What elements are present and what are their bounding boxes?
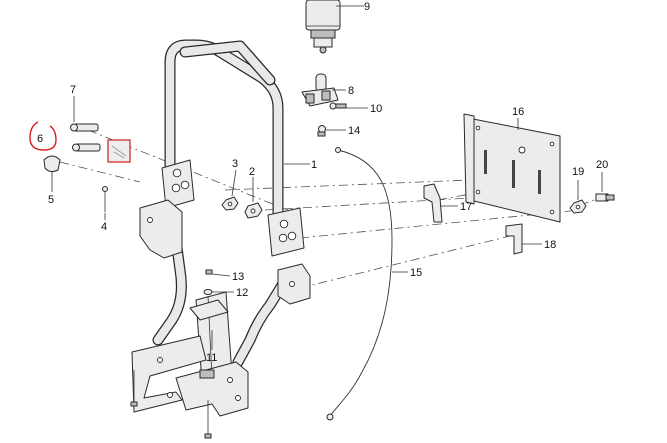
part-3-nut (221, 196, 239, 211)
callout-labels: 1 2 3 4 5 6 7 8 9 10 11 12 13 14 15 16 1… (37, 1, 608, 364)
callout-12: 12 (236, 287, 248, 299)
part-13-bolt (205, 269, 213, 275)
callout-13: 13 (232, 271, 244, 283)
callout-5: 5 (48, 194, 54, 206)
callout-8: 8 (348, 85, 354, 97)
callout-20: 20 (596, 159, 608, 171)
part-4-screw (102, 186, 108, 212)
callout-14: 14 (348, 125, 360, 137)
part-17-bracket (423, 183, 443, 223)
part-12-washer (203, 289, 213, 295)
callout-11: 11 (206, 352, 217, 364)
highlight-ring (29, 121, 57, 151)
part-15-cable (326, 147, 393, 421)
part-19-nut (569, 199, 587, 214)
callout-18: 18 (544, 239, 556, 251)
callout-19: 19 (572, 166, 584, 178)
part-6-pad (107, 139, 131, 163)
callout-4: 4 (101, 221, 107, 233)
callout-1: 1 (311, 159, 317, 171)
callout-9: 9 (364, 1, 370, 13)
part-16-plate (463, 113, 561, 223)
callout-7: 7 (70, 84, 76, 96)
callout-15: 15 (410, 267, 422, 279)
part-7-bolts (70, 123, 101, 152)
callout-2: 2 (249, 166, 255, 178)
part-8-switch-bracket (301, 73, 339, 107)
part-10-screw (329, 102, 347, 110)
leader-lines (51, 5, 603, 350)
callout-3: 3 (232, 158, 238, 170)
part-9-beacon (305, 0, 341, 54)
part-1-frame (130, 39, 311, 439)
part-5-knob (43, 155, 61, 173)
callout-17: 17 (460, 201, 472, 213)
callout-16: 16 (512, 106, 524, 118)
part-2-washer (244, 202, 263, 219)
part-20-bolt (595, 193, 615, 202)
part-18-bracket (505, 223, 523, 255)
part-14-clip (317, 125, 326, 137)
callout-10: 10 (370, 103, 382, 115)
callout-6: 6 (37, 133, 43, 145)
